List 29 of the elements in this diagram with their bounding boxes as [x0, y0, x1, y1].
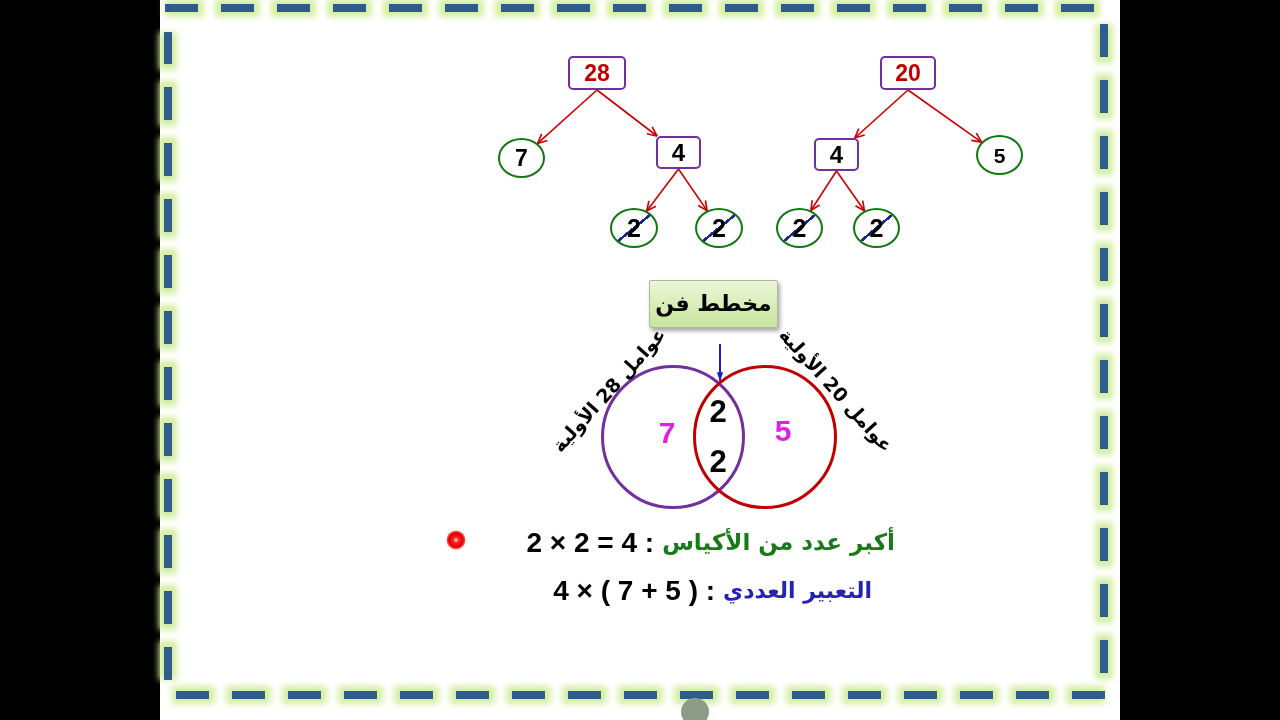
arrow [907, 89, 983, 143]
node-label: مخطط فن [655, 290, 772, 318]
number-label: 28 [584, 61, 610, 85]
arrow [810, 170, 838, 212]
number-box [880, 56, 936, 90]
number-label: 2 [709, 445, 727, 477]
title-box [649, 280, 778, 328]
number-label: 7 [658, 418, 676, 448]
number-label: 2 [709, 395, 727, 427]
arrow [645, 168, 680, 212]
number-label: 5 [774, 416, 792, 446]
arrow [536, 89, 598, 145]
arrow [835, 170, 866, 212]
statement-text: التعبير العددي [723, 577, 872, 605]
number-box [814, 138, 859, 171]
number-label: 20 [895, 61, 921, 85]
arrow [853, 89, 909, 139]
arrow [677, 168, 708, 212]
number-label: 4 [829, 142, 844, 167]
number-label: 5 [993, 144, 1006, 166]
number-label: 4 [671, 140, 686, 165]
arrow [596, 89, 658, 137]
number-label: 7 [515, 146, 528, 170]
number-box [656, 136, 701, 169]
number-box [568, 56, 626, 90]
statement-text: أكبر عدد من الأكياس [662, 529, 895, 557]
arrow [716, 343, 724, 382]
math-expression: : ( 5 + 7 ) × 4 [553, 577, 716, 605]
math-expression: : 4 = 2 × 2 [526, 529, 655, 557]
